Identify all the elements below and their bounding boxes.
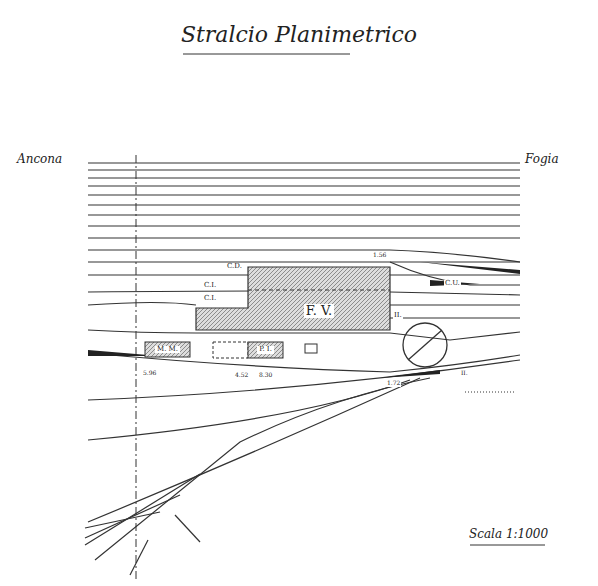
plan-note: 1.72: [386, 380, 401, 387]
plan-note: C.D.: [226, 263, 243, 271]
plan-note: 5.96: [142, 370, 157, 377]
plan-note: C.U.: [444, 280, 461, 288]
plan-note: C.I.: [203, 295, 217, 303]
place-name: Fogia: [524, 153, 560, 166]
plan-note: II.: [460, 370, 469, 377]
place-name: Scala 1:1000: [468, 528, 549, 541]
building: M. M.: [145, 342, 190, 357]
plan-title: Stralcio Planimetrico: [0, 22, 598, 47]
building-label: M. M.: [155, 346, 180, 354]
plan-note: 8.30: [258, 372, 273, 379]
place-name: Ancona: [16, 153, 63, 166]
plan-note: C.I.: [203, 282, 217, 290]
building-label: F. V.: [304, 304, 335, 318]
plan-note: 1.56: [372, 252, 387, 259]
plan-note: II.: [393, 312, 403, 320]
plan-note: 4.52: [234, 372, 249, 379]
building: F. V.: [248, 292, 390, 330]
building: P. I.: [248, 342, 283, 358]
building-label: P. I.: [257, 346, 274, 354]
